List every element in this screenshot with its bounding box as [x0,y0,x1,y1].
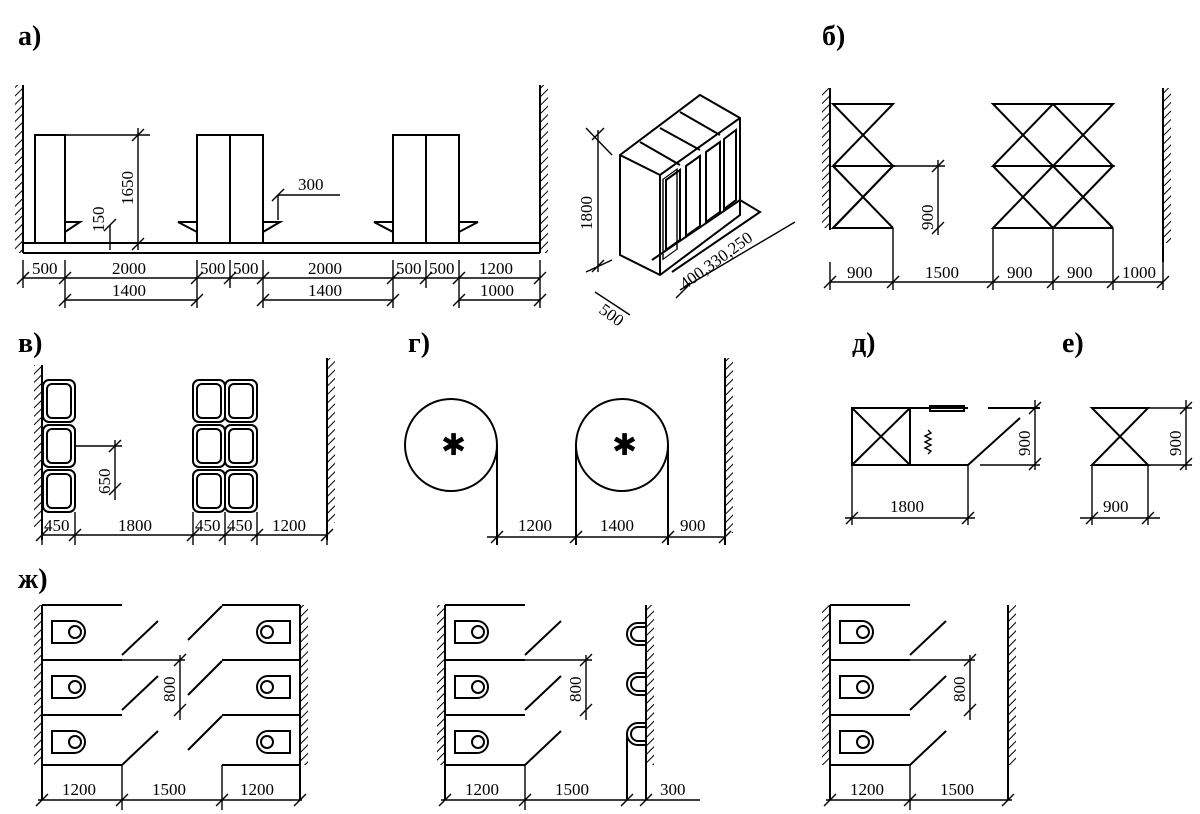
dim-1000: 1000 [480,281,514,300]
wall-hatch [822,88,830,228]
dim-1200: 1200 [479,259,513,278]
panel-a: а) 1650 150 300 [15,21,548,308]
locker [425,134,460,244]
dim-800: 800 [950,677,969,703]
panel-b-label: б) [822,21,845,52]
dim-500: 500 [200,259,226,278]
dim-1500: 1500 [925,263,959,282]
dim-2000: 2000 [308,259,342,278]
panel-d: д) 900 1800 [845,328,1042,525]
asterisk-icon: ✱ [441,429,466,462]
dim-900: 900 [1103,497,1129,516]
wall-hatch [725,358,733,533]
dim-900: 900 [847,263,873,282]
toilet-block-2: 800 1200 1500 300 [437,604,700,810]
panel-g: г) ✱ ✱ 1200 1400 900 [404,328,733,545]
panel-zh-label: ж) [18,564,48,595]
dim-900: 900 [1067,263,1093,282]
dim-450: 450 [195,516,221,535]
dim-500: 500 [233,259,259,278]
locker [392,134,427,244]
locker [229,134,264,244]
dim-500: 500 [32,259,58,278]
wall-hatch [1163,88,1171,243]
panel-g-label: г) [408,328,430,359]
dim-450: 450 [44,516,70,535]
dim-900: 900 [1166,431,1185,457]
dim-1800: 1800 [577,196,596,230]
dim-900: 900 [1007,263,1033,282]
panel-a-label: а) [18,21,41,52]
dim-900: 900 [1015,431,1034,457]
dim-300: 300 [298,175,324,194]
dim-500: 500 [396,259,422,278]
dim-800: 800 [566,677,585,703]
panel-v: в) 650 450 1800 [18,328,335,545]
wall-hatch [34,365,42,527]
wall-hatch [300,605,308,765]
dim-450: 450 [227,516,253,535]
dim-300: 300 [660,780,686,799]
wall-hatch [540,85,548,253]
locker [34,134,66,244]
dim-1200: 1200 [62,780,96,799]
dim-1500: 1500 [940,780,974,799]
wall-hatch [646,605,654,765]
wall-hatch [437,605,445,765]
dim-1200: 1200 [518,516,552,535]
dim-1200: 1200 [240,780,274,799]
locker [196,134,231,244]
dim-1200: 1200 [850,780,884,799]
panel-v-label: в) [18,328,42,359]
dim-1800: 1800 [118,516,152,535]
asterisk-icon: ✱ [612,429,637,462]
panel-zh: ж) [18,564,1016,810]
panel-e-label: е) [1062,328,1084,359]
toilet-block-3: 800 1200 1500 [822,604,1016,810]
dim-1200: 1200 [272,516,306,535]
wall-hatch [327,358,335,523]
wall-hatch [15,85,23,253]
dim-1200: 1200 [465,780,499,799]
dim-1650: 1650 [118,171,137,205]
dim-1500: 1500 [555,780,589,799]
dim-150: 150 [89,207,108,233]
toilet-block-1: 800 1200 1500 1200 [34,604,308,810]
dim-1000: 1000 [1122,263,1156,282]
panel-b: б) 900 900 1500 900 900 1000 [822,21,1171,290]
dim-650: 650 [95,469,114,495]
dim-1400: 1400 [112,281,146,300]
dim-1500: 1500 [152,780,186,799]
dim-1400: 1400 [308,281,342,300]
dim-500: 500 [429,259,455,278]
dim-1800: 1800 [890,497,924,516]
dim-800: 800 [160,677,179,703]
wall-hatch [1008,605,1016,765]
dim-1400: 1400 [600,516,634,535]
panel-e: е) 900 900 [1062,328,1193,525]
wall-hatch [822,605,830,765]
dim-900: 900 [918,205,937,231]
panel-d-label: д) [852,328,876,359]
wall-hatch [34,605,42,765]
dim-900: 900 [680,516,706,535]
dim-2000: 2000 [112,259,146,278]
locker-isometric: 1800 400,330,250 500 [577,93,796,330]
dim-500: 500 [596,300,628,330]
